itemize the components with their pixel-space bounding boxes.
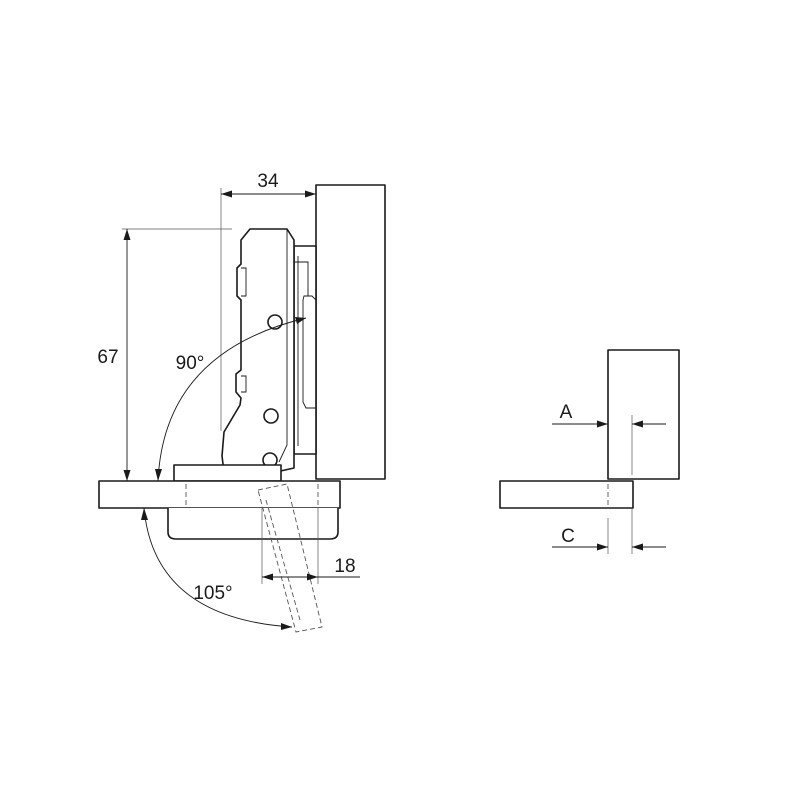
hinge-main-view: 34 67 90° 105° <box>97 171 386 633</box>
door-panel <box>98 480 341 509</box>
height-dimension-label: 67 <box>97 347 118 368</box>
overlay-a-label: A <box>560 402 573 423</box>
width-dimension-label: 34 <box>257 171 279 192</box>
hinge-arm-notch-lower <box>241 375 247 393</box>
hinge-rivet-middle <box>263 408 279 424</box>
hinge-cup <box>167 508 339 540</box>
detail-side-panel <box>607 349 680 480</box>
width-dimension: 34 <box>220 171 316 431</box>
hinge-arm-notch-upper <box>241 267 247 297</box>
angle-90-dimension: 90° <box>155 317 307 482</box>
overlay-detail-view: A C <box>499 349 680 554</box>
opened-door-ghost-inner <box>265 499 301 621</box>
depth-dimension-label: 18 <box>334 556 355 577</box>
opened-door-ghost <box>257 483 323 633</box>
mounting-plate-step <box>294 261 309 296</box>
angle-105-dimension: 105° <box>141 507 293 630</box>
cabinet-side-panel <box>315 184 386 480</box>
hinge-arm <box>221 228 295 473</box>
angle-105-label: 105° <box>193 583 232 604</box>
hinge-base-block <box>173 464 282 482</box>
hinge-arm-inner-edge <box>278 229 288 463</box>
height-dimension: 67 <box>97 228 232 481</box>
overlay-a-dimension: A <box>552 402 666 475</box>
overlay-c-label: C <box>561 526 575 547</box>
overlay-c-dimension: C <box>552 508 666 554</box>
angle-90-label: 90° <box>176 353 205 374</box>
detail-door-panel <box>499 480 634 509</box>
depth-dimension: 18 <box>261 508 360 584</box>
mounting-plate-slot <box>302 295 317 409</box>
mounting-plate <box>293 245 317 455</box>
